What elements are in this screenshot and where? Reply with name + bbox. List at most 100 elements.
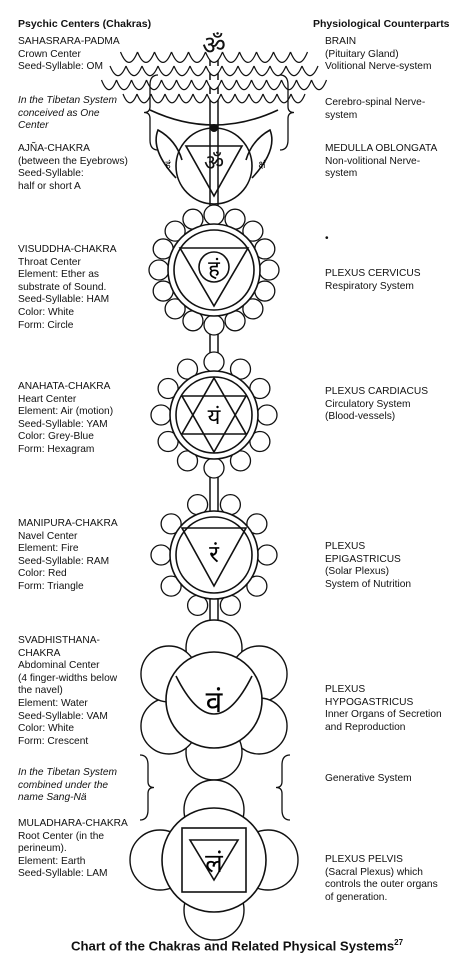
left-line: Color: White — [18, 723, 75, 735]
crown-petal — [109, 65, 127, 77]
visuddha-chakra-petal — [242, 220, 264, 242]
muladhara-circle — [161, 807, 267, 913]
crown-petal — [310, 79, 328, 91]
left-line: Seed-Syllable: YAM — [18, 418, 108, 430]
crown-petal — [189, 65, 207, 77]
ajna-chakra: ॐ हं क्षं — [155, 124, 273, 205]
crown-petal — [175, 79, 193, 91]
visuddha-chakra-petal — [164, 298, 186, 320]
ajna-petal-left — [155, 128, 183, 179]
left-line: VISUDDHA-CHAKRA — [18, 244, 117, 255]
left-line: (4 finger-widths below — [18, 672, 118, 684]
crown-petal — [280, 79, 298, 91]
left-line: Element: Ether as — [18, 269, 99, 281]
bracket-upper-left — [143, 74, 159, 151]
crown-petal — [272, 51, 292, 63]
manipura-chakra-petal — [160, 575, 182, 597]
visuddha-chakra-petal — [242, 298, 264, 320]
manipura-chakra-petal — [160, 513, 182, 535]
manipura-triangle — [180, 527, 248, 588]
ajna-petal-glyph: हं — [165, 159, 171, 171]
crown-petal — [238, 51, 258, 63]
crown-petal — [262, 93, 278, 104]
anahata-chakra-petal — [256, 404, 278, 426]
right-line: Non-volitional Nerve- — [325, 155, 421, 167]
svadhisthana-crescent — [175, 675, 253, 715]
crown-petal — [221, 51, 241, 63]
ajna-triangle — [184, 145, 244, 198]
crown-petal — [141, 65, 159, 77]
crown-petal — [220, 93, 236, 104]
crown-petal — [178, 93, 194, 104]
left-line: Seed-Syllable: VAM — [18, 710, 108, 722]
caption-note: 27 — [394, 938, 404, 947]
header-right: Physiological Counterparts — [313, 18, 450, 30]
right-line: HYPOGASTRICUS — [325, 696, 414, 708]
manipura-chakra: रं — [150, 493, 278, 617]
anahata-chakra: यं — [150, 351, 278, 479]
left-line: Element: Air (motion) — [18, 406, 114, 418]
ajna-petal-right — [245, 128, 273, 179]
visuddha-circle — [198, 251, 230, 283]
crown-petal — [100, 79, 118, 91]
crown-petal — [136, 51, 156, 63]
left-line: In the Tibetan System — [18, 95, 118, 106]
right-block: BRAIN(Pituitary Gland)Volitional Nerve-s… — [325, 36, 470, 74]
crown-petal — [205, 79, 223, 91]
anahata-chakra-petal — [203, 351, 225, 373]
bracket-upper-right — [279, 74, 295, 151]
right-line: (Blood-vessels) — [325, 411, 396, 423]
ajna-bindu — [210, 124, 218, 132]
left-line: Seed-Syllable: RAM — [18, 555, 110, 567]
right-block: Generative System — [325, 773, 470, 786]
crown-petal — [206, 93, 222, 104]
left-line: Element: Earth — [18, 855, 86, 867]
left-line: SVADHISTHANA- — [18, 635, 100, 646]
left-line: MANIPURA-CHAKRA — [18, 518, 118, 529]
left-line: substrate of Sound. — [18, 281, 107, 293]
crown-petal — [221, 65, 239, 77]
left-line: Heart Center — [18, 393, 77, 405]
svadhisthana-circle — [165, 651, 263, 749]
manipura-chakra-petal — [246, 575, 268, 597]
crown-petal — [157, 65, 175, 77]
right-line: (Pituitary Gland) — [325, 48, 399, 60]
ajna-petal-glyph: क्षं — [258, 159, 266, 171]
left-line: name Sang-Nä — [18, 792, 87, 804]
right-line: System of Nutrition — [325, 578, 412, 590]
crown-petal — [160, 79, 178, 91]
manipura-chakra-inner-ring — [175, 516, 253, 594]
right-line: EPIGASTRICUS — [325, 553, 401, 565]
right-line: PLEXUS — [325, 541, 366, 552]
crown-petal — [250, 79, 268, 91]
left-line: (between the Eyebrows) — [18, 155, 128, 167]
right-line: MEDULLA OBLONGATA — [325, 143, 438, 154]
crown-petal — [301, 65, 319, 77]
left-line: MULADHARA-CHAKRA — [18, 818, 128, 829]
crown-petal — [204, 51, 224, 63]
left-line: SAHASRARA-PADMA — [18, 36, 120, 47]
right-line: Generative System — [325, 773, 412, 784]
crown-petal — [220, 79, 238, 91]
left-line: Form: Circle — [18, 319, 74, 331]
left-block: AJÑA-CHAKRA(between the Eyebrows)Seed-Sy… — [18, 143, 160, 193]
ajna-seed-glyph: ॐ — [204, 151, 224, 176]
crown-petal — [130, 79, 148, 91]
visuddha-chakra-outer-ring — [167, 223, 261, 317]
crown-petal — [289, 51, 309, 63]
visuddha-chakra-petal — [203, 314, 225, 336]
crown-seed-glyph: ॐ — [202, 31, 226, 61]
svadhisthana-seed-glyph: वं — [206, 685, 224, 720]
manipura-chakra-petal — [256, 544, 278, 566]
crown-petal — [192, 93, 208, 104]
crown-petal — [235, 79, 253, 91]
